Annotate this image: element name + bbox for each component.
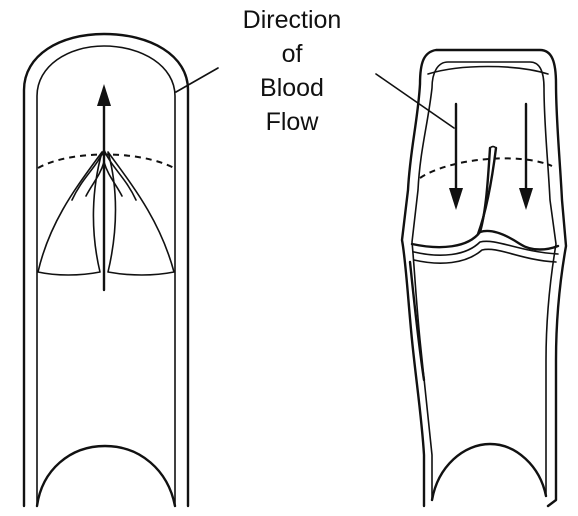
right-vein-wall-crease — [410, 262, 424, 380]
label-line-1: Direction — [243, 6, 342, 34]
closed-valve-vein — [402, 50, 566, 506]
label-line-4: Flow — [266, 108, 320, 136]
right-vein-outer-wall — [402, 50, 566, 506]
leader-line-left — [176, 68, 218, 92]
open-valve-vein — [24, 34, 188, 506]
direction-of-blood-flow-label: Direction of Blood Flow — [243, 6, 342, 136]
right-vein-bottom-edge — [432, 444, 546, 500]
left-valve-cusp-left — [38, 152, 102, 275]
right-valve-attachment-line — [420, 158, 552, 178]
right-vein-top-rim — [428, 67, 548, 75]
left-vein-bottom-edge — [37, 446, 175, 506]
label-line-2: of — [282, 40, 303, 68]
upward-flow-arrow-head — [97, 84, 111, 106]
downward-flow-arrow-right-head — [519, 188, 533, 210]
leader-line-right — [376, 74, 454, 128]
left-vein-inner-wall — [37, 46, 175, 506]
downward-flow-arrow-left-head — [449, 188, 463, 210]
right-vein-inner-wall — [412, 62, 556, 500]
label-line-3: Blood — [260, 74, 324, 102]
right-valve-cusp-right — [480, 231, 558, 250]
right-valve-cusp-fold — [490, 147, 496, 149]
